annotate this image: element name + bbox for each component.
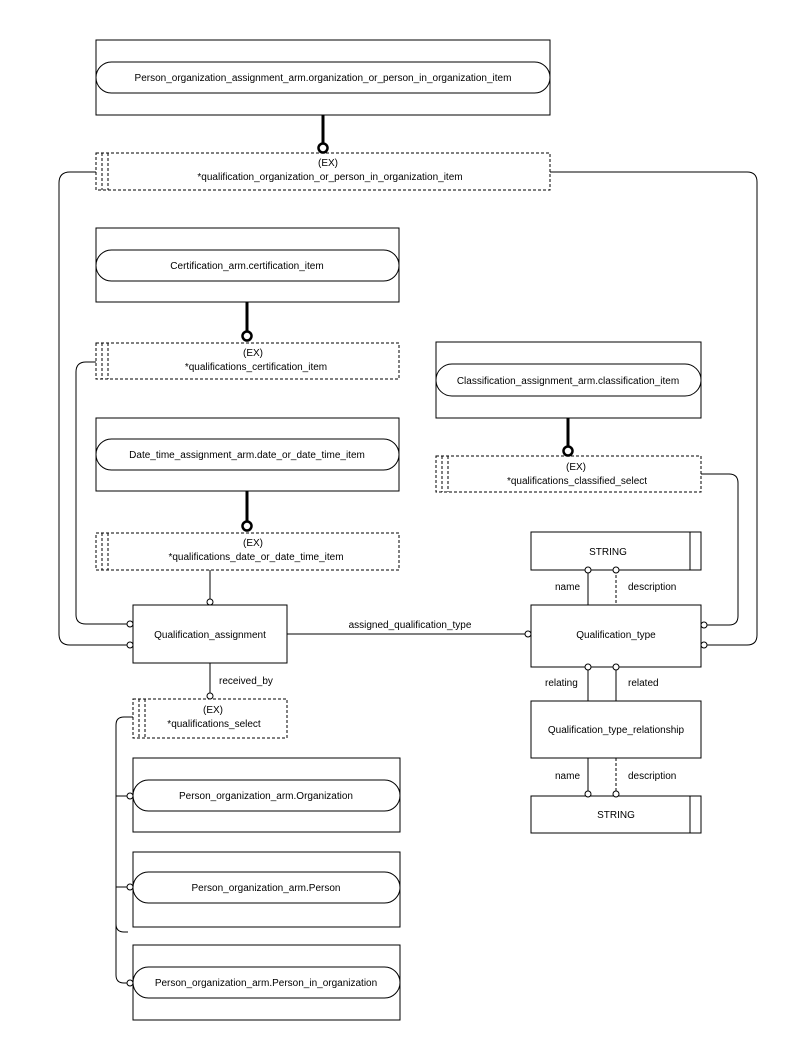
classification-item-pill [435,363,702,397]
bold-circle-cert-select [241,330,253,342]
relating-label: relating [545,678,578,689]
person-label: Person_organization_arm.Person [192,883,341,894]
string-bottom-label: STRING [597,810,635,821]
circle-assignment-date [206,598,214,606]
qualification-type-label: Qualification_type [576,630,656,641]
circle-person-in-organization [126,979,134,987]
description-bottom-label: description [628,771,676,782]
cert-select-box [95,342,400,380]
qualification-type-box [530,604,702,668]
circle-name-top [584,566,592,574]
person-org-item-label: Person_organization_assignment_arm.organ… [135,73,512,84]
select-qualifications: (EX) *qualifications_select [132,698,288,739]
classified-select-box [435,455,702,493]
relation-labels: assigned_qualification_type received_by … [219,582,676,782]
qualifications-select-ex-tag: (EX) [203,705,223,716]
circle-description-top [612,566,620,574]
circle-name-bottom [584,790,592,798]
entity-qualification-assignment: Qualification_assignment [132,604,288,664]
qualification-assignment-label: Qualification_assignment [154,630,266,641]
bold-circle-org-select [317,142,329,154]
date-select-ex-tag: (EX) [243,538,263,549]
entity-date-time-item: Date_time_assignment_arm.date_or_date_ti… [95,417,400,492]
circle-description-bottom [612,790,620,798]
description-top-label: description [628,582,676,593]
org-select-left-link [58,171,128,646]
select-classified: (EX) *qualifications_classified_select [435,455,702,493]
assigned-type-label: assigned_qualification_type [349,620,472,631]
string-top-label: STRING [589,547,627,558]
cert-select-ex-tag: (EX) [243,348,263,359]
relationship-circles [126,142,708,987]
org-select-box [95,152,551,191]
date-time-item-pill [95,438,400,471]
classified-select-ex-tag: (EX) [566,462,586,473]
cert-select-label: *qualifications_certification_item [185,362,327,373]
name-bottom-label: name [555,771,580,782]
classified-select-label: *qualifications_classified_select [507,476,647,487]
select-to-person-in-organization [115,924,127,984]
entity-classification-item: Classification_assignment_arm.classifica… [435,341,702,419]
circle-received-by [206,692,214,700]
organization-label: Person_organization_arm.Organization [179,791,353,802]
select-certification: (EX) *qualifications_certification_item [95,342,400,380]
entity-person: Person_organization_arm.Person [132,851,401,928]
entity-organization: Person_organization_arm.Organization [132,757,401,833]
circle-relating [584,663,592,671]
qualification-assignment-box [132,604,288,664]
circle-type-classified [700,621,708,629]
entity-person-in-organization: Person_organization_arm.Person_in_organi… [132,944,401,1021]
related-label: related [628,678,659,689]
circle-person [126,883,134,891]
circle-assignment-org [126,641,134,649]
circle-organization [126,792,134,800]
date-select-label: *qualifications_date_or_date_time_item [168,552,343,563]
qt-relationship-box [530,700,702,759]
person-in-organization-label: Person_organization_arm.Person_in_organi… [155,978,377,989]
bold-circle-date-select [241,520,253,532]
entity-certification-item: Certification_arm.certification_item [95,227,400,303]
qualifications-select-link [115,716,133,933]
date-select-box [95,532,400,571]
certification-item-label: Certification_arm.certification_item [170,261,323,272]
circle-assigned-type [524,630,532,638]
person-org-item-pill [95,61,551,94]
entity-person-org-item: Person_organization_assignment_arm.organ… [95,39,551,116]
entity-qualification-type-relationship: Qualification_type_relationship [530,700,702,759]
entity-string-top: STRING [530,531,702,571]
name-top-label: name [555,582,580,593]
circle-type-org [700,641,708,649]
org-select-ex-tag: (EX) [318,158,338,169]
bold-circle-classified-select [562,445,574,457]
circle-assignment-cert [126,620,134,628]
org-select-right-link [550,171,758,646]
date-time-item-label: Date_time_assignment_arm.date_or_date_ti… [129,450,365,461]
received-by-label: received_by [219,676,273,687]
qualifications-select-box [132,698,288,739]
qt-relationship-label: Qualification_type_relationship [548,725,685,736]
connectors [58,115,758,984]
circle-related [612,663,620,671]
qualifications-select-label: *qualifications_select [167,719,261,730]
entity-qualification-type: Qualification_type [530,604,702,668]
select-date-time: (EX) *qualifications_date_or_date_time_i… [95,532,400,571]
classification-item-label: Classification_assignment_arm.classifica… [457,376,679,387]
cert-select-link [75,361,128,625]
entity-string-bottom: STRING [530,795,702,834]
classified-select-link [701,473,739,626]
select-org-or-person: (EX) *qualification_organization_or_pers… [95,152,551,191]
certification-item-pill [95,249,400,282]
org-select-label: *qualification_organization_or_person_in… [197,172,462,183]
